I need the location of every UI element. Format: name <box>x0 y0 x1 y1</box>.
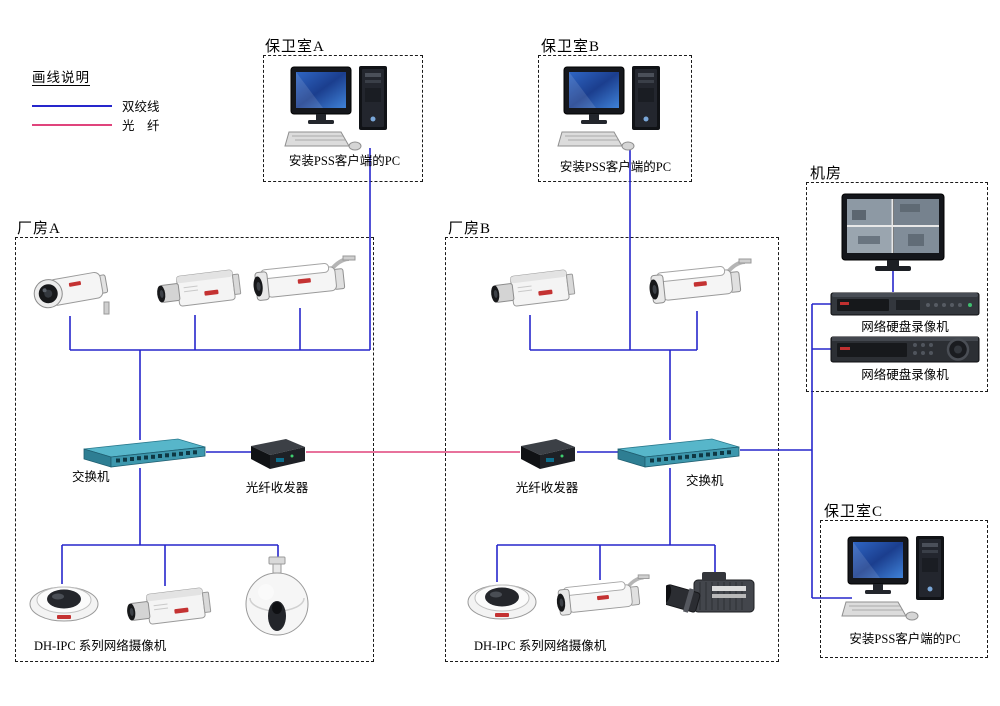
legend-title: 画线说明 <box>32 70 90 85</box>
fiber-transceiver-factory-b <box>514 434 580 476</box>
camera-ptz-factory-a <box>242 556 312 640</box>
nvr-2-label: 网络硬盘录像机 <box>861 368 949 382</box>
switch-factory-b <box>612 436 742 470</box>
camera-bullet-factory-a-2 <box>246 255 356 310</box>
zone-title-guard-room-a: 保卫室A <box>265 39 325 55</box>
fiber-line-sample <box>32 123 112 126</box>
nvr-1 <box>830 290 980 318</box>
legend-label-twisted-pair: 双绞线 <box>122 100 160 114</box>
nvr-1-label: 网络硬盘录像机 <box>861 320 949 334</box>
zone-title-factory-b: 厂房B <box>448 221 492 237</box>
pc-label-guard-room-b: 安装PSS客户端的PC <box>559 160 672 174</box>
zone-guard-room-c <box>820 520 988 658</box>
legend-row-fiber: 光 纤 <box>32 115 160 134</box>
zone-title-guard-room-b: 保卫室B <box>541 39 601 55</box>
cameras-label-factory-a: DH-IPC 系列网络摄像机 <box>34 639 167 653</box>
cctv-monitor <box>838 192 948 277</box>
legend-row-twisted-pair: 双绞线 <box>32 96 160 115</box>
switch-factory-a <box>78 436 208 470</box>
transceiver-label-factory-a: 光纤收发器 <box>245 481 309 495</box>
fiber-transceiver-factory-a <box>244 434 310 476</box>
camera-box-bottom-factory-a <box>118 580 218 635</box>
nvr-2 <box>830 334 980 364</box>
zone-guard-room-b <box>538 55 692 182</box>
pc-guard-room-c <box>840 534 960 624</box>
pc-guard-room-b <box>556 64 676 154</box>
pc-label-guard-room-c: 安装PSS客户端的PC <box>849 632 961 646</box>
zone-guard-room-a <box>263 55 423 182</box>
camera-box-factory-b <box>482 262 582 317</box>
camera-dome-factory-a <box>24 574 104 626</box>
zone-title-factory-a: 厂房A <box>17 221 61 237</box>
camera-bullet-factory-a-1 <box>28 260 123 318</box>
zone-title-machine-room: 机房 <box>810 166 843 182</box>
cameras-label-factory-b: DH-IPC 系列网络摄像机 <box>474 639 607 653</box>
camera-bullet-bottom-factory-b <box>550 574 650 624</box>
switch-label-factory-a: 交换机 <box>72 470 110 484</box>
twisted-pair-line-sample <box>32 104 112 107</box>
pc-label-guard-room-a: 安装PSS客户端的PC <box>288 154 401 168</box>
zone-machine-room <box>806 182 988 392</box>
zone-title-guard-room-c: 保卫室C <box>824 504 884 520</box>
zone-factory-a <box>15 237 374 662</box>
transceiver-label-factory-b: 光纤收发器 <box>515 481 579 495</box>
pc-guard-room-a <box>283 64 403 154</box>
camera-camcorder-factory-b <box>666 568 761 630</box>
switch-label-factory-b: 交换机 <box>686 474 724 488</box>
legend-label-fiber: 光 纤 <box>122 119 160 133</box>
camera-bullet-factory-b <box>642 258 752 313</box>
camera-box-factory-a <box>148 262 248 317</box>
legend: 画线说明 双绞线 光 纤 <box>32 66 160 134</box>
camera-dome-factory-b <box>462 572 542 624</box>
